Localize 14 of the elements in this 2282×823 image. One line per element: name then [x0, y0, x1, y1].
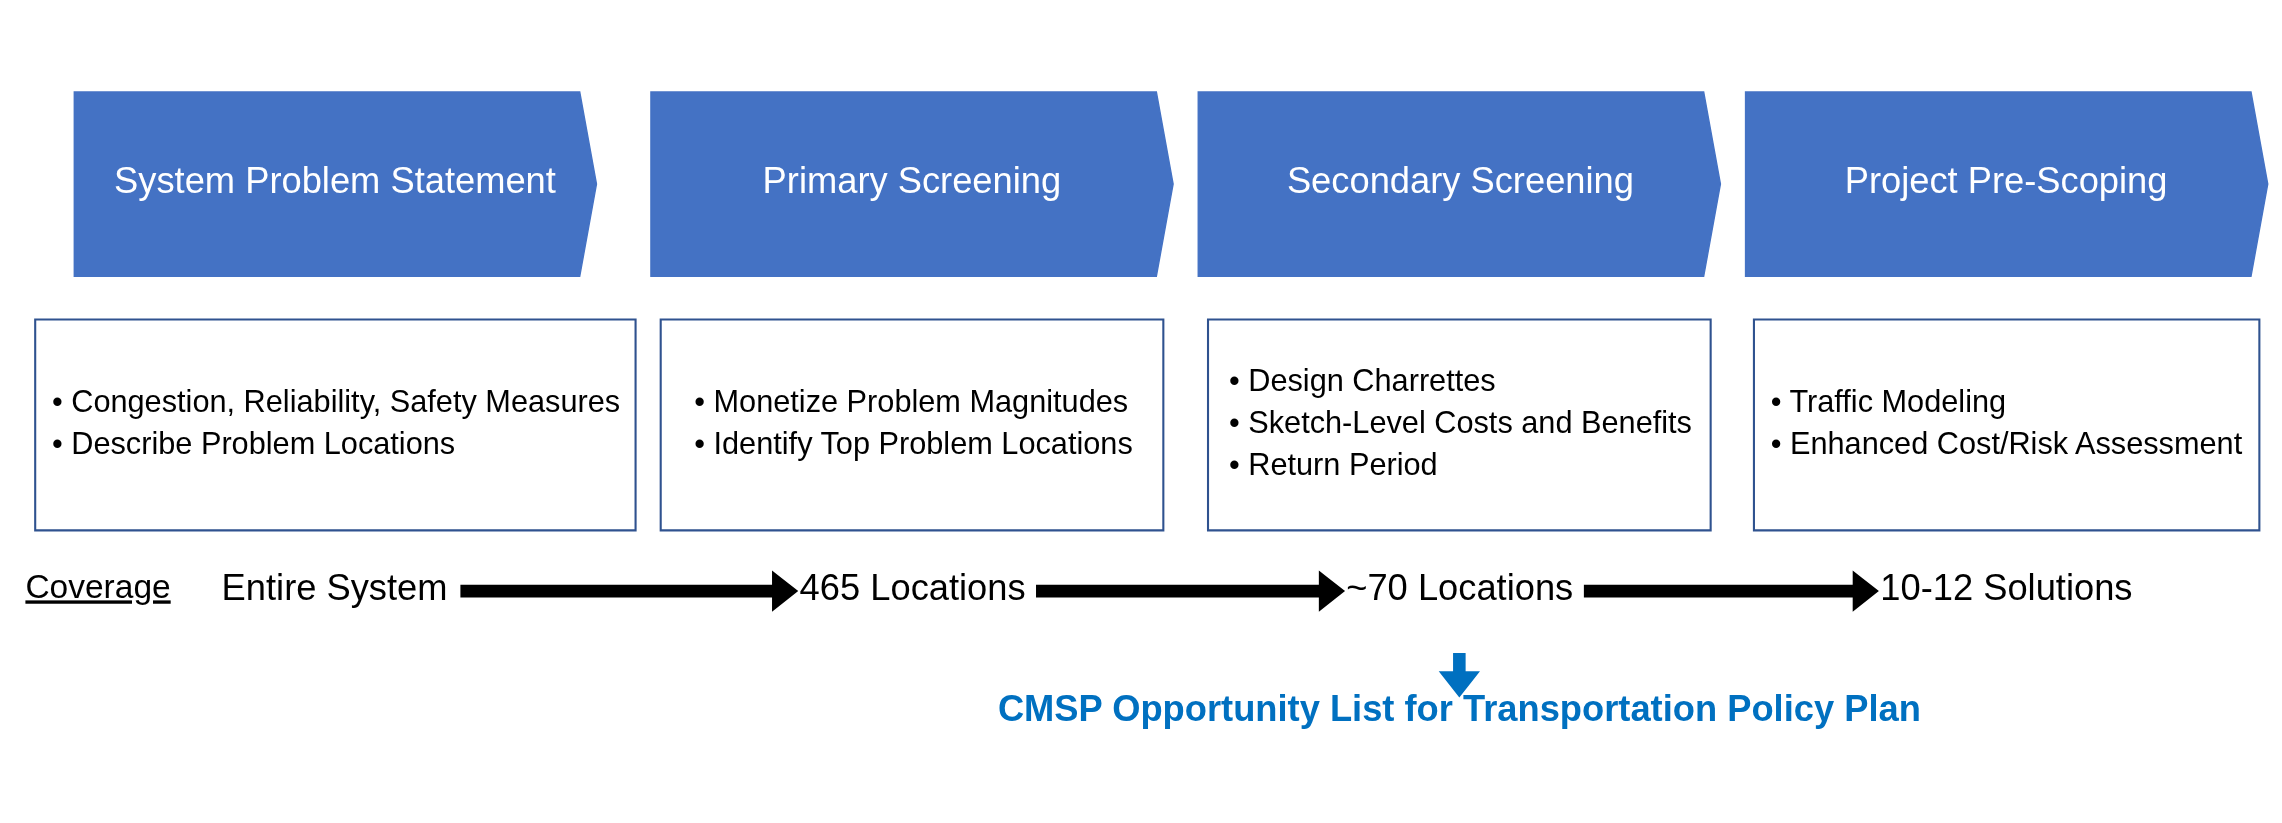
arrow [460, 570, 799, 612]
arrow [1036, 570, 1346, 612]
node-text: CMSP Opportunity List for Transportation Policy Plan [997, 687, 1921, 729]
node-text: ~70 Locations [1346, 566, 1574, 608]
node-box: • Design Charrettes • Sketch-Level Costs and Benefits • Return Period [1206, 318, 1712, 532]
node-text: 10-12 Solutions [1880, 566, 2133, 608]
node-box: • Congestion, Reliability, Safety Measures • Describe Problem Locations [34, 318, 637, 532]
node-text: 465 Locations [799, 566, 1026, 608]
node-box: • Traffic Modeling • Enhanced Cost/Risk Assessment [1752, 318, 2261, 532]
node-text: Entire System [221, 566, 448, 608]
arrow [1583, 570, 1879, 612]
node-box: • Monetize Problem Magnitudes • Identify Top Problem Locations [659, 318, 1165, 532]
arrow [1438, 653, 1480, 698]
label: Coverage [25, 568, 171, 606]
